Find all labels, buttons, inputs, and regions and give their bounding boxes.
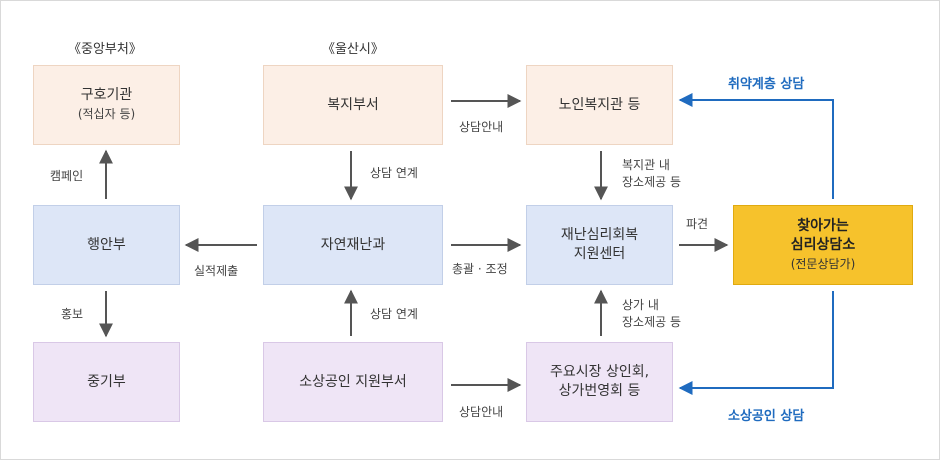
box-recovery-center: 재난심리회복 지원센터 [526, 205, 673, 285]
label-promotion: 홍보 [61, 307, 84, 321]
box-visiting-sub: (전문상담가) [790, 256, 856, 271]
label-campaign: 캠페인 [50, 169, 84, 183]
box-disaster-dept: 자연재난과 [263, 205, 443, 285]
box-rescue-title: 구호기관 [80, 87, 133, 103]
box-rescue-agency: 구호기관 (적십자 등) [33, 65, 180, 145]
box-market: 주요시장 상인회, 상가번영회 등 [526, 342, 673, 422]
box-disaster-title: 자연재난과 [320, 236, 386, 253]
box-recovery-line1: 재난심리회복 [560, 227, 639, 243]
box-recovery-line2: 지원센터 [573, 246, 626, 262]
label-space-top-1: 복지관 내 [622, 158, 670, 172]
box-mss-title: 중기부 [87, 373, 126, 390]
box-visiting-counseling: 찾아가는 심리상담소 (전문상담가) [733, 205, 913, 285]
box-mois-title: 행안부 [87, 236, 126, 253]
header-ulsan: 《울산시》 [322, 42, 384, 57]
label-vulnerable-counseling: 취약계층 상담 [728, 77, 805, 92]
label-guide-top: 상담안내 [459, 120, 504, 134]
box-welfare-title: 복지부서 [327, 96, 379, 113]
label-smallbiz-counseling: 소상공인 상담 [728, 409, 805, 424]
label-space-bottom-2: 장소제공 등 [622, 315, 682, 329]
label-coordination: 총괄 · 조정 [452, 262, 508, 276]
box-smallbiz-title: 소상공인 지원부서 [299, 373, 407, 390]
label-link-bottom: 상담 연계 [370, 307, 418, 321]
box-rescue-sub: (적십자 등) [77, 107, 136, 121]
box-market-line1: 주요시장 상인회, [549, 364, 650, 380]
label-guide-bottom: 상담안내 [459, 405, 504, 419]
box-mois: 행안부 [33, 205, 180, 285]
box-senior-title: 노인복지관 등 [558, 96, 641, 113]
label-dispatch: 파견 [686, 217, 709, 231]
header-central: 《중앙부처》 [68, 42, 142, 57]
arrow-visiting-to-market [678, 291, 834, 395]
box-smallbiz-dept: 소상공인 지원부서 [263, 342, 443, 422]
label-performance: 실적제출 [194, 264, 239, 278]
label-link-top: 상담 연계 [370, 166, 418, 180]
box-senior-center: 노인복지관 등 [526, 65, 673, 145]
box-visiting-line2: 심리상담소 [790, 236, 856, 253]
box-welfare-dept: 복지부서 [263, 65, 443, 145]
arrow-visiting-to-senior [678, 93, 834, 199]
box-market-line2: 상가번영회 등 [558, 383, 641, 399]
label-space-top-2: 장소제공 등 [622, 175, 682, 189]
label-space-bottom-1: 상가 내 [622, 298, 659, 312]
box-mss: 중기부 [33, 342, 180, 422]
box-visiting-line1: 찾아가는 [797, 217, 849, 234]
